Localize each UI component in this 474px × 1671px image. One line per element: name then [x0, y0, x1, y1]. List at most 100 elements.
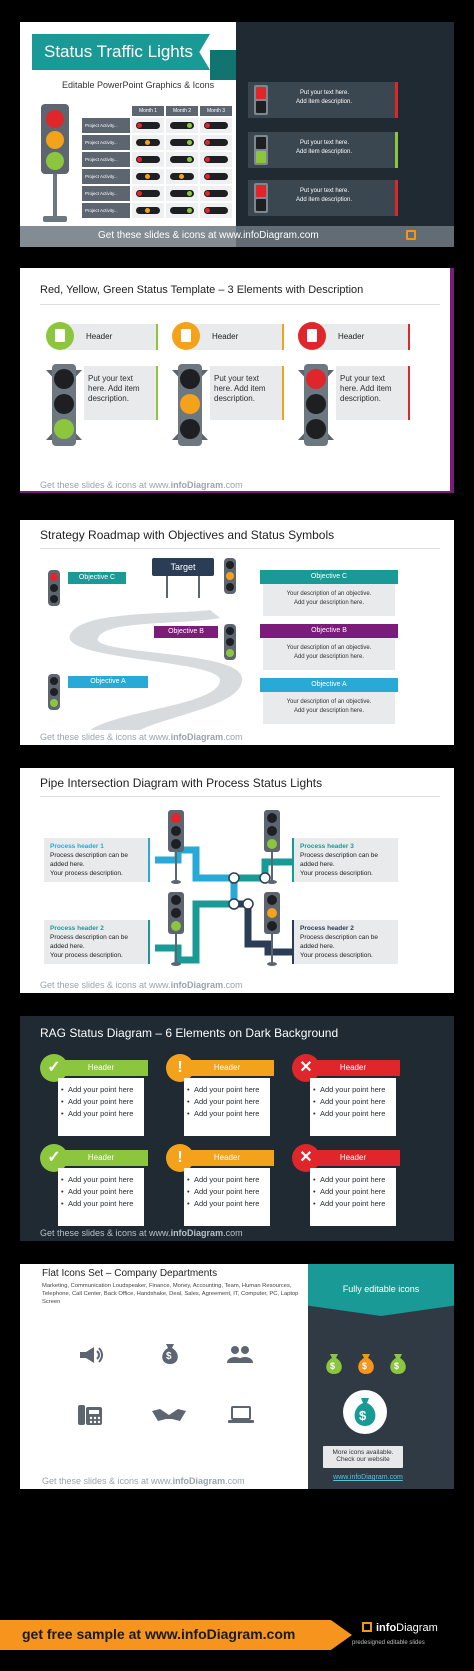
walk-icon — [256, 151, 266, 163]
logo-icon — [406, 230, 416, 240]
status-dot-yellow — [145, 174, 150, 179]
header-box — [316, 324, 410, 350]
desc-box — [210, 366, 284, 420]
status-cell — [200, 203, 232, 218]
status-cell — [132, 118, 164, 133]
status-dot-red — [205, 140, 210, 145]
status-dot-red — [205, 157, 210, 162]
side-text: Put your text here. — [300, 90, 350, 96]
process-header: Process header 1 — [50, 843, 104, 850]
lamp-green — [267, 839, 277, 849]
lamp-red — [50, 573, 58, 581]
rag-point: Add your point here — [58, 1084, 144, 1096]
status-pill — [170, 207, 194, 214]
status-dot-red — [137, 123, 142, 128]
cta-bar[interactable] — [0, 1620, 352, 1650]
rag-card-header-bar — [306, 1060, 400, 1076]
footer-text: Get these slides & icons at www.infoDiag… — [40, 732, 243, 742]
lamp-yellow — [267, 908, 277, 918]
row-label: Project Activity... — [82, 203, 130, 218]
panel-title: Fully editable icons — [342, 1284, 420, 1294]
process-desc: Process description can be — [300, 852, 379, 859]
objective-a-flag: Objective A — [68, 676, 148, 688]
row-label: Project Activity... — [82, 186, 130, 201]
rag-card-body: Add your point hereAdd your point hereAd… — [184, 1078, 270, 1136]
title-divider — [40, 548, 440, 549]
side-card-3: Put your text here. Add item description… — [248, 180, 398, 216]
handshake-icon — [152, 1407, 186, 1423]
traffic-light — [298, 364, 334, 446]
x-mark-icon: ✕ — [292, 1144, 320, 1172]
status-dot-green — [187, 157, 192, 162]
row-label: Project Activity... — [82, 118, 130, 133]
process-desc: added here. — [50, 943, 85, 950]
objective-card-header: Objective B — [260, 624, 398, 638]
desc-line: here. Add item — [88, 384, 140, 393]
lamp-off — [267, 921, 277, 931]
rag-point: Add your point here — [310, 1186, 396, 1198]
objective-b-flag: Objective B — [154, 626, 218, 638]
status-dot-yellow — [145, 208, 150, 213]
status-dot-green — [187, 140, 192, 145]
rag-point: Add your point here — [310, 1174, 396, 1186]
status-cell — [200, 135, 232, 150]
lamp-off — [171, 839, 181, 849]
rag-point: Add your point here — [184, 1108, 270, 1120]
side-text: Put your text here. — [300, 188, 350, 194]
status-cell — [200, 118, 232, 133]
rag-card: Header✓Add your point hereAdd your point… — [40, 1144, 150, 1230]
slide-strategy-roadmap: Strategy Roadmap with Objectives and Sta… — [20, 520, 454, 745]
month-header: Month 1 — [132, 106, 164, 116]
status-cell — [166, 186, 198, 201]
header-box — [190, 324, 284, 350]
rag-point: Add your point here — [184, 1174, 270, 1186]
title-banner — [32, 34, 210, 70]
traffic-light — [168, 810, 184, 886]
lamp-off — [54, 369, 74, 389]
rag-point: Add your point here — [58, 1186, 144, 1198]
footer-bar — [20, 226, 454, 247]
objective-desc: Your description of an objective. — [286, 591, 372, 597]
traffic-light-pole — [271, 852, 273, 882]
website-link[interactable]: www.infoDiagram.com — [333, 1474, 403, 1481]
header-label: Header — [338, 332, 365, 341]
lamp-off — [306, 419, 326, 439]
status-pill — [170, 139, 194, 146]
slide-title: Flat Icons Set – Company Departments — [42, 1268, 218, 1279]
money-bag-icon: $ — [388, 1352, 408, 1376]
lamp-off — [180, 369, 200, 389]
row-label: Project Activity... — [82, 152, 130, 167]
x-mark-icon: ✕ — [292, 1054, 320, 1082]
slide-title: Strategy Roadmap with Objectives and Sta… — [40, 528, 335, 542]
lamp-off — [171, 826, 181, 836]
lamp-red — [46, 110, 64, 128]
rag-card: Header✓Add your point hereAdd your point… — [40, 1054, 150, 1140]
rag-point: Add your point here — [184, 1198, 270, 1210]
walk-sign-light — [254, 135, 268, 165]
status-pill — [136, 173, 160, 180]
status-pill — [204, 207, 228, 214]
more-text: More icons available. — [332, 1449, 394, 1456]
status-dot-red — [205, 191, 210, 196]
cta-text[interactable]: get free sample at www.infoDiagram.com — [22, 1626, 296, 1642]
title-divider — [40, 796, 440, 797]
side-card-1: Put your text here. Add item description… — [248, 82, 398, 118]
side-text: Put your text here. — [300, 140, 350, 146]
panel-header — [308, 1264, 454, 1316]
status-cell — [166, 169, 198, 184]
brand-logo: infoDiagram predesigned editable slides — [352, 1620, 462, 1660]
lamp-off — [226, 561, 234, 569]
traffic-light — [46, 364, 82, 446]
rag-card-header: Header — [87, 1063, 115, 1072]
desc-line: description. — [340, 394, 381, 403]
footer-text: Get these slides & icons at www.infoDiag… — [40, 480, 243, 490]
objective-card-body: Your description of an objective.Add you… — [263, 584, 395, 616]
objective-desc: Add your description here. — [293, 654, 365, 660]
rag-card-body: Add your point hereAdd your point hereAd… — [184, 1168, 270, 1226]
lamp-red — [171, 813, 181, 823]
